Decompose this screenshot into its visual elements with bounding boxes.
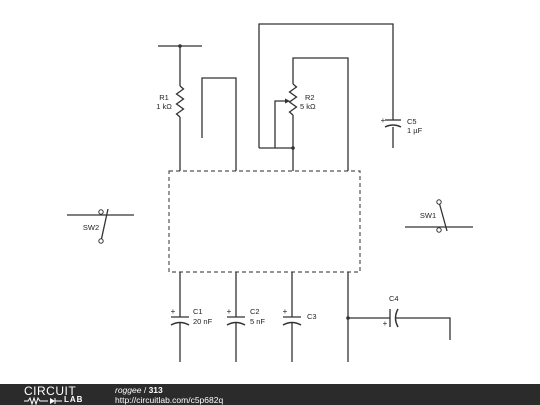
ic-outline (168, 170, 361, 273)
c5-value-label: 1 µF (407, 126, 423, 135)
c5-plate-curved[interactable] (384, 124, 402, 128)
r2-resistor-symbol[interactable] (288, 83, 298, 116)
c2-ref-label: C2 (250, 307, 260, 316)
sw2-lever[interactable] (100, 208, 109, 242)
logo-resistor-icon (24, 396, 62, 405)
c4-branch: + C4 (346, 272, 451, 362)
c3-branch: + C3 (282, 272, 317, 362)
c3-polarity-mark: + (283, 307, 288, 316)
schematic-canvas: R1 1 kΩ R2 5 kΩ + C5 1 µF + C1 20 nF (67, 23, 473, 362)
logo-text-top: CIRCUIT (24, 384, 77, 398)
r1-branch: R1 1 kΩ (156, 44, 202, 171)
sw2-contact-top (98, 209, 104, 215)
junction-dot (291, 146, 295, 150)
circuit-id: 313 (148, 385, 163, 395)
c1-value-label: 20 nF (193, 317, 213, 326)
c4-wire-right (395, 317, 451, 340)
r2-value-label: 5 kΩ (300, 102, 316, 111)
c3-ref-label: C3 (307, 312, 317, 321)
c5-branch: + C5 1 µF (258, 23, 423, 150)
c5-loop-wire (258, 23, 394, 148)
meta-separator: / (141, 385, 149, 395)
c2-polarity-mark: + (227, 307, 232, 316)
r2-wiper-wire (274, 100, 287, 148)
pin-bridge-wire (201, 77, 237, 171)
r2-wiper-arrow (285, 98, 290, 104)
sw1-lever[interactable] (438, 201, 448, 232)
sw2-switch[interactable]: SW2 (67, 208, 134, 244)
c2-branch: + C2 5 nF (226, 272, 265, 362)
c2-value-label: 5 nF (250, 317, 265, 326)
r1-ref-label: R1 (159, 93, 169, 102)
c5-polarity-mark: + (381, 116, 386, 125)
r1-value-label: 1 kΩ (156, 102, 172, 111)
c1-ref-label: C1 (193, 307, 203, 316)
circuitlab-logo[interactable]: CIRCUIT LAB (24, 385, 94, 405)
c1-polarity-mark: + (171, 307, 176, 316)
c5-ref-label: C5 (407, 117, 417, 126)
c4-ref-label: C4 (389, 294, 399, 303)
circuit-meta: roggee / 313 http://circuitlab.com/c5p68… (115, 385, 223, 405)
sw1-switch[interactable]: SW1 (405, 199, 473, 233)
r2-branch: R2 5 kΩ (274, 57, 349, 171)
sw1-ref-label: SW1 (420, 211, 436, 220)
author-link[interactable]: roggee (115, 385, 142, 395)
circuit-url-link[interactable]: http://circuitlab.com/c5p682q (115, 395, 224, 405)
c1-branch: + C1 20 nF (170, 272, 213, 362)
sw2-contact-bottom (98, 238, 104, 244)
c4-polarity-mark: + (383, 319, 388, 328)
footer-bar: CIRCUIT LAB roggee / 313 http://circuitl… (0, 384, 540, 405)
sw2-ref-label: SW2 (83, 223, 99, 232)
r1-resistor-symbol[interactable] (175, 85, 185, 118)
logo-text-bottom: LAB (64, 395, 84, 404)
r2-top-wire (292, 57, 349, 171)
sw1-contact-top (436, 199, 442, 205)
sw1-contact-bottom (436, 227, 442, 233)
r2-ref-label: R2 (305, 93, 315, 102)
